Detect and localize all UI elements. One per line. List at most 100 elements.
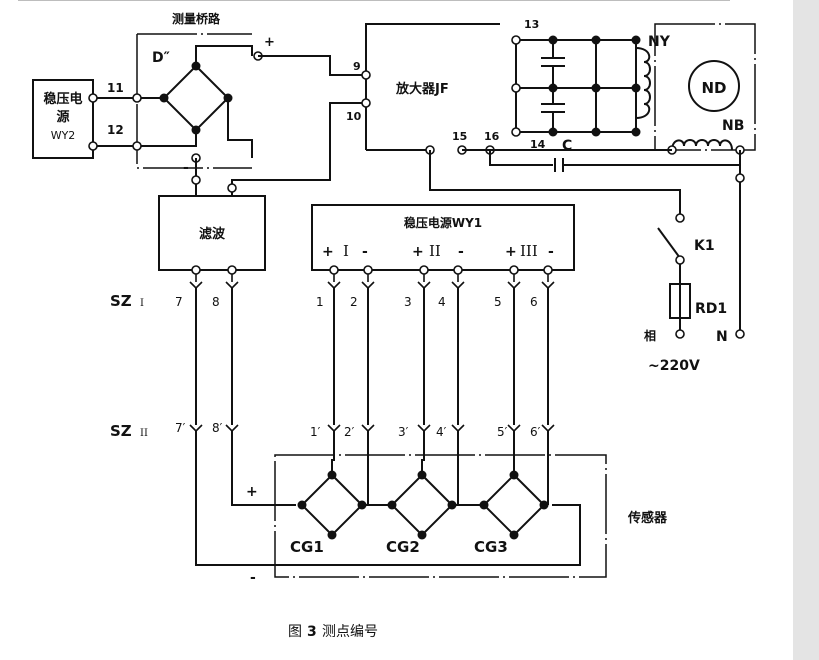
num-2: 2 [350,295,358,309]
amp-label: 放大器JF [395,81,449,97]
cap-node-1 [548,35,558,45]
plug-top-6 [507,281,521,290]
coil-ny [635,47,651,119]
sz2-label: SZ [110,422,132,440]
wire-12 [93,130,197,147]
sensor-node-1-2 [327,530,337,540]
filter-in-terminal-a[interactable] [191,175,201,185]
sensor-frame [274,454,607,578]
phase-label: 相 [644,328,656,343]
coil-nb-label: NB [722,118,744,134]
k1-terminal-bottom[interactable] [675,255,685,265]
plug-top-3 [361,281,375,290]
num-7p: 7′ [175,421,186,435]
amp-box-left-top [365,23,500,150]
wire-7p-minus [195,445,581,566]
terminal-11[interactable] [88,93,98,103]
wy1-out-4[interactable] [453,265,463,275]
wy1-out-6[interactable] [543,265,553,275]
circuit-diagram: 稳压电 源 WY2 11 12 测量桥路 D″ + - [32,11,756,640]
cg2-label: CG2 [386,538,420,556]
terminal-14-label: 14 [530,138,546,151]
bridge-diamond [162,64,230,132]
num-5p: 5′ [497,425,508,439]
num-5: 5 [494,295,502,309]
cap-node-2 [548,83,558,93]
num-4: 4 [438,295,446,309]
sensor-node-3-2 [509,530,519,540]
k1-terminal-top[interactable] [675,213,685,223]
group2-plus: + [412,244,424,260]
terminal-14[interactable] [511,127,521,137]
num-2p: 2′ [344,425,355,439]
bridge-title: 测量桥路 [172,11,221,26]
plug-bottom-7 [541,424,555,433]
neutral-label: N [716,329,728,345]
sensor-minus-sign: - [250,570,256,586]
plug-top-5 [451,281,465,290]
voltage-label: ~220V [648,358,700,374]
group1-minus: - [362,244,368,260]
sensor-diamond-1 [300,473,364,537]
plug-bottom-5 [451,424,465,433]
psu-wy1-box [311,204,575,271]
bridge-out-minus [227,98,253,158]
terminal-12-label: 12 [107,123,124,137]
wire-16-cap [489,150,553,166]
capacitor-c-label: C [562,138,572,154]
num-4p: 4′ [436,425,447,439]
group1-plus: + [322,244,334,260]
psu-wy2-box [32,79,94,159]
rd1-label: RD1 [695,301,727,317]
filter-out-7[interactable] [191,265,201,275]
num-7: 7 [175,295,183,309]
filter-out-8[interactable] [227,265,237,275]
bridge-in-terminal-a[interactable] [132,93,142,103]
wy1-out-1[interactable] [329,265,339,275]
sz1-label: SZ [110,292,132,310]
motor-nd-label: ND [701,79,726,97]
psu-wy2-label-1: 稳压电 [43,91,82,107]
sensor-node-2-2 [417,530,427,540]
num-6p: 6′ [530,425,541,439]
bridge-box-left [136,34,252,169]
sensor-node-3-1 [539,500,549,510]
bridge-name: D″ [152,50,170,66]
wire-8p-plus [231,445,296,506]
terminal-13-label: 13 [524,18,539,31]
terminal-9[interactable] [361,70,371,80]
switch-k1 [657,227,681,259]
terminal-11-label: 11 [107,81,124,95]
bridge-plus-sign: + [264,35,275,50]
group3-plus: + [505,244,517,260]
group2-roman: II [429,242,441,260]
num-6: 6 [530,295,538,309]
psu-wy1-label: 稳压电源WY1 [404,215,482,230]
terminal-10[interactable] [361,98,371,108]
wy1-out-2[interactable] [363,265,373,275]
bridge-minus-sign: - [183,160,189,176]
phase-terminal[interactable] [675,329,685,339]
neutral-junction[interactable] [735,173,745,183]
group3-minus: - [548,244,554,260]
filter-in-terminal-b[interactable] [227,183,237,193]
motor-nd [688,60,740,112]
neutral-terminal[interactable] [735,329,745,339]
wy1-out-5[interactable] [509,265,519,275]
wy1-out-3[interactable] [419,265,429,275]
group2-minus: - [458,244,464,260]
terminal-mid[interactable] [511,83,521,93]
caption-text: 测点编号 [322,624,378,640]
plug-top-4 [417,281,431,290]
terminal-13[interactable] [511,35,521,45]
terminal-12[interactable] [88,141,98,151]
sensor-node-1-3 [297,500,307,510]
wire-phase [429,150,681,216]
group1-roman: I [343,242,349,260]
num-8p: 8′ [212,421,223,435]
plug-bottom-6 [507,424,521,433]
bridge-in-terminal-b[interactable] [132,141,142,151]
coil-ny-label: NY [648,34,671,50]
filter-label: 滤波 [199,226,226,242]
